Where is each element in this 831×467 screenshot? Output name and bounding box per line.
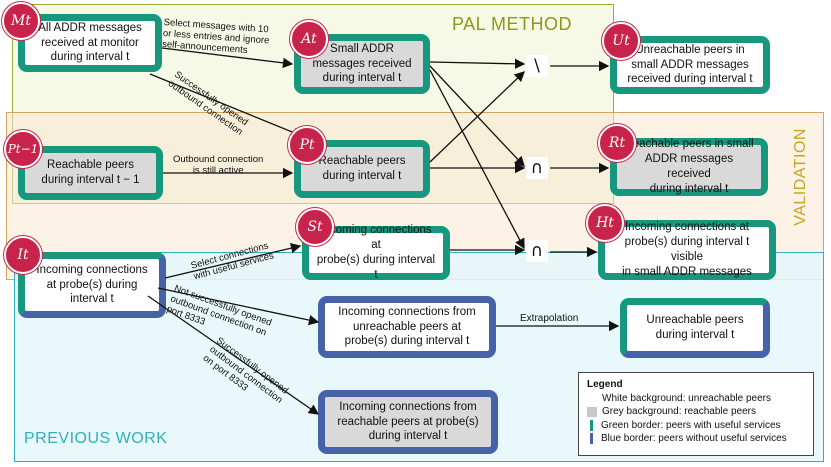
legend-row-white: White background: unreachable peers xyxy=(587,392,805,406)
node-p-text: Reachable peers during interval t xyxy=(318,155,406,182)
edge-p-to-diff xyxy=(429,71,525,163)
badge-i: It xyxy=(4,236,42,274)
node-a-text: Small ADDR messages received during inte… xyxy=(312,42,412,85)
node-pprev-reachable: Reachable peers during interval t − 1 xyxy=(18,146,163,200)
badge-a: At xyxy=(290,20,328,58)
node-pprev-text: Reachable peers during interval t − 1 xyxy=(41,159,140,186)
previous-work-label: PREVIOUS WORK xyxy=(24,430,168,447)
edge-a-to-inter1 xyxy=(429,65,525,167)
badge-m: Mt xyxy=(2,2,40,40)
pal-method-label: PAL METHOD xyxy=(452,14,573,34)
legend-item-grey: Grey background: reachable peers xyxy=(602,406,756,417)
node-h-incoming-visible: Incoming connections at probe(s) during … xyxy=(598,220,776,280)
node-r-text: Reachable peers in small ADDR messages r… xyxy=(624,138,754,195)
operator-difference: \ xyxy=(526,55,548,77)
edge-i-to-increach xyxy=(147,295,320,415)
badge-r: Rt xyxy=(598,124,636,162)
badge-u: Ut xyxy=(602,22,640,60)
edge-m-to-p xyxy=(149,73,304,138)
edge-a-to-inter2 xyxy=(429,69,525,250)
node-incoming-reachable-text: Incoming connections from reachable peer… xyxy=(337,400,479,443)
node-incoming-unreachable-text: Incoming connections from unreachable pe… xyxy=(338,305,476,348)
legend-row-blue: Blue border: peers without useful servic… xyxy=(587,432,805,446)
badge-h: Ht xyxy=(586,204,624,242)
node-unreachable-peers: Unreachable peers during interval t xyxy=(620,298,770,358)
badge-s: St xyxy=(296,208,334,246)
legend-title: Legend xyxy=(587,379,623,390)
badge-pprev: Pt−1 xyxy=(4,130,42,168)
legend: Legend White background: unreachable pee… xyxy=(578,372,814,456)
legend-item-green: Green border: peers with useful services xyxy=(601,419,781,431)
node-p-reachable: Reachable peers during interval t xyxy=(294,140,430,198)
node-i-incoming-all: Incoming connections at probe(s) during … xyxy=(18,252,166,318)
node-m-all-addr: All ADDR messages received at monitor du… xyxy=(18,14,162,72)
legend-row-grey: Grey background: reachable peers xyxy=(587,405,805,419)
edge-a-to-diff xyxy=(429,58,526,70)
operator-intersection-1: ∩ xyxy=(526,157,548,179)
node-unreachable-peers-text: Unreachable peers during interval t xyxy=(646,314,744,341)
node-i-text: Incoming connections at probe(s) during … xyxy=(36,263,148,306)
legend-swatch-grey xyxy=(587,406,597,417)
node-r-reachable-small: Reachable peers in small ADDR messages r… xyxy=(610,138,768,196)
node-incoming-reachable: Incoming connections from reachable peer… xyxy=(318,390,498,454)
legend-swatch-white xyxy=(587,393,597,404)
node-m-text: All ADDR messages received at monitor du… xyxy=(38,21,142,64)
legend-item-blue: Blue border: peers without useful servic… xyxy=(601,433,787,444)
edge-label-still-active: Outbound connection is still active xyxy=(173,154,264,176)
legend-swatch-green xyxy=(590,419,593,431)
edge-m-to-a xyxy=(161,47,294,69)
operator-intersection-2: ∩ xyxy=(526,240,548,262)
legend-item-white: White background: unreachable peers xyxy=(602,392,771,404)
badge-p: Pt xyxy=(288,126,326,164)
edge-i-to-incunreach xyxy=(157,287,320,326)
legend-row-green: Green border: peers with useful services xyxy=(587,419,805,433)
edge-i-to-s xyxy=(164,243,302,279)
node-incoming-unreachable: Incoming connections from unreachable pe… xyxy=(318,296,496,358)
legend-swatch-blue xyxy=(590,433,593,445)
edge-label-extrapolation: Extrapolation xyxy=(520,313,579,324)
node-h-text: Incoming connections at probe(s) during … xyxy=(622,221,752,278)
node-u-text: Unreachable peers in small ADDR messages… xyxy=(627,43,753,86)
